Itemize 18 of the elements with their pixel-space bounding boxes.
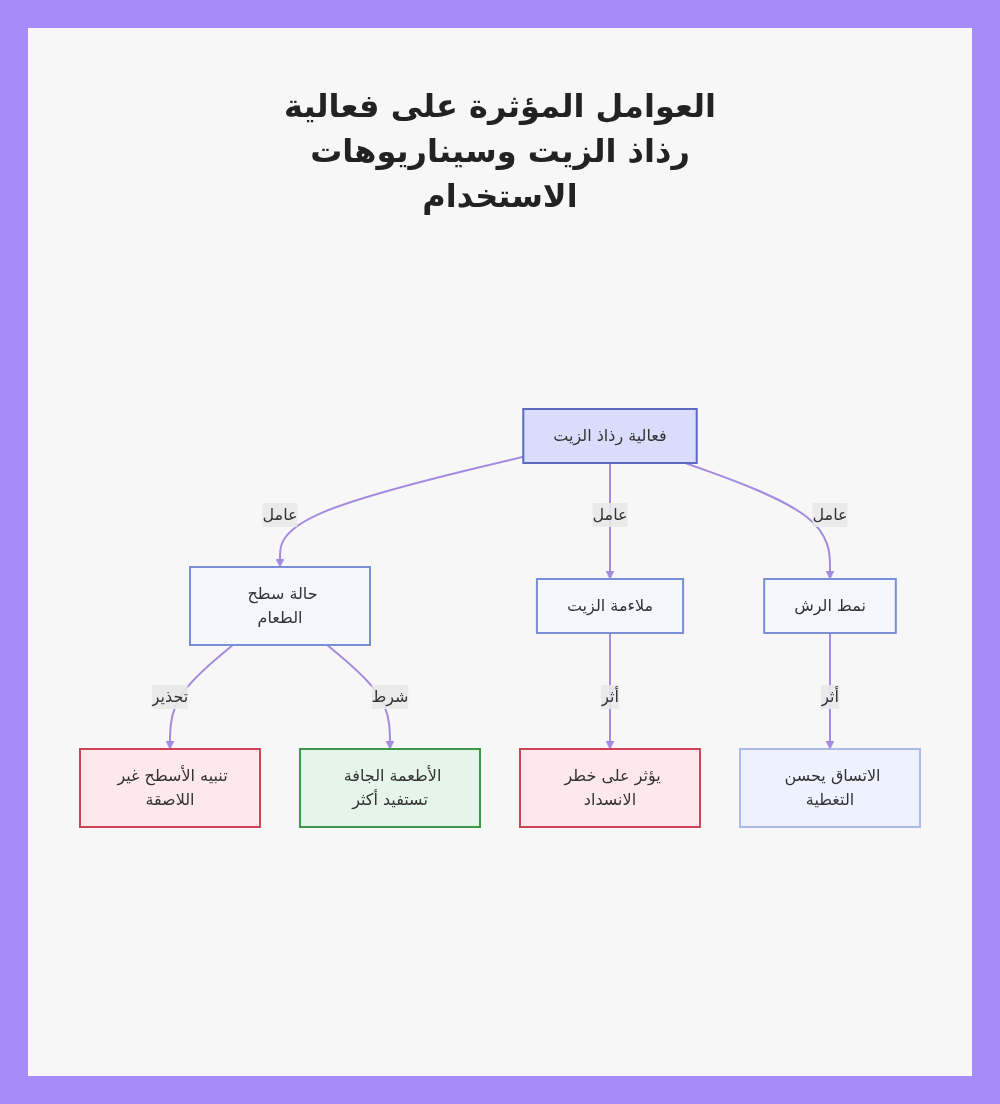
arrow — [605, 632, 615, 750]
node-box: نمط الرش — [763, 578, 897, 635]
diagram-title: العوامل المؤثرة على فعالية رذاذ الزيت وسيناريوهات الاستخدام — [283, 86, 717, 217]
node-box: فعالية رذاذ الزيت — [522, 408, 698, 465]
edge-label: عامل — [262, 505, 298, 525]
node-box: الاتساق يحسن التغطية — [739, 748, 921, 829]
node-box: تنبيه الأسطح غير اللاصقة — [79, 748, 261, 829]
node-box: ملاءمة الزيت — [535, 578, 685, 635]
node-box: حالة سطح الطعام — [189, 566, 371, 647]
node-box: يؤثر على خطر الانسداد — [519, 748, 701, 829]
arrow — [825, 632, 835, 750]
edge-label: شرط — [371, 687, 409, 707]
edge-label: تحذير — [151, 687, 189, 707]
node-box: الأطعمة الجافة تستفيد أكثر — [299, 748, 481, 829]
edge-label: أثر — [821, 687, 839, 707]
edge-label: عامل — [592, 505, 628, 525]
edge-label: أثر — [601, 687, 619, 707]
edge-label: عامل — [812, 505, 848, 525]
